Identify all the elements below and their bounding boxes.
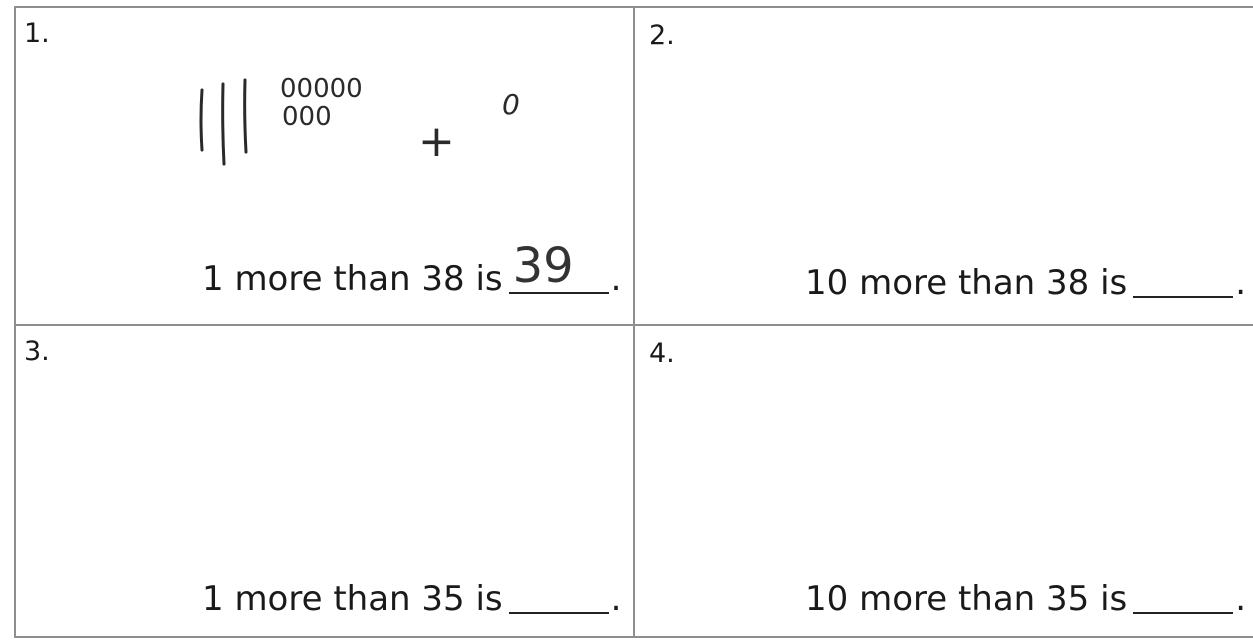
- tens-rods: [199, 78, 248, 166]
- prompt-period: .: [1235, 579, 1247, 619]
- grid-divider-horizontal: [14, 324, 1253, 326]
- problem-number: 2.: [649, 20, 675, 51]
- problem-number: 1.: [24, 18, 50, 49]
- grid-border-left: [14, 6, 16, 638]
- prompt-period: .: [610, 259, 622, 299]
- answer-blank[interactable]: [1133, 574, 1234, 614]
- answer-blank[interactable]: [508, 574, 609, 614]
- problem-cell-2: 2. 10 more than 38 is.: [635, 8, 1252, 324]
- prompt-period: .: [610, 579, 622, 619]
- prompt-text: 1 more than 35 is: [202, 579, 503, 619]
- prompt-text: 10 more than 35 is: [805, 579, 1128, 619]
- answer-blank[interactable]: 39: [508, 242, 609, 294]
- added-one-circle: 0: [502, 88, 520, 121]
- problem-number: 3.: [24, 336, 50, 367]
- problem-prompt: 1 more than 35 is.: [202, 574, 621, 616]
- ones-bottom-row: 000: [282, 102, 332, 132]
- prompt-text: 1 more than 38 is: [202, 259, 503, 299]
- problem-prompt: 10 more than 35 is.: [805, 574, 1246, 616]
- tens-rod-2: [221, 82, 226, 166]
- plus-sign: +: [418, 116, 455, 167]
- problem-prompt: 10 more than 38 is.: [805, 258, 1246, 300]
- place-value-sketch: 00000 000 + 0: [199, 74, 520, 167]
- prompt-period: .: [1235, 263, 1247, 303]
- tens-rod-3: [243, 78, 248, 154]
- problem-cell-4: 4. 10 more than 35 is.: [635, 326, 1252, 636]
- problem-number: 4.: [649, 338, 675, 369]
- ones-top-row: 00000: [280, 74, 363, 104]
- problem-cell-3: 3. 1 more than 35 is.: [16, 326, 633, 636]
- handwritten-answer: 39: [512, 238, 574, 294]
- answer-blank[interactable]: [1133, 258, 1234, 298]
- tens-rod-1: [199, 88, 204, 152]
- grid-divider-vertical: [633, 6, 635, 638]
- prompt-text: 10 more than 38 is: [805, 263, 1128, 303]
